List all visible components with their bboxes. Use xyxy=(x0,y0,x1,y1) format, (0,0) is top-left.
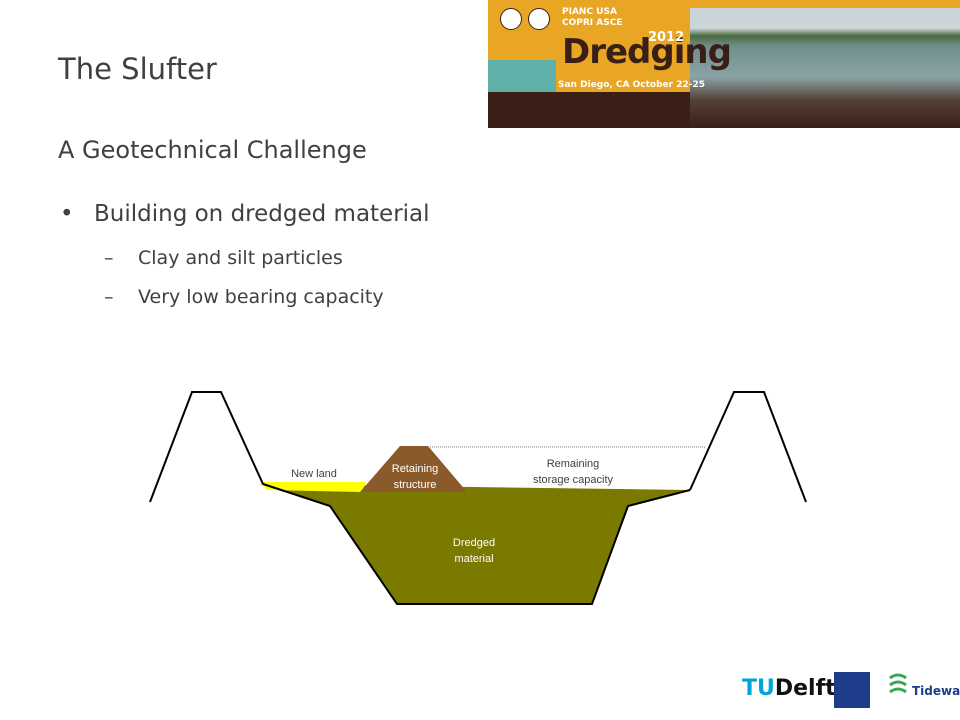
new-land-label: New land xyxy=(291,468,337,480)
tideway-logo-text: Tideway xyxy=(912,684,960,698)
dash-marker: – xyxy=(104,247,114,269)
pianc-seal-icon xyxy=(500,8,522,30)
bullet-marker: • xyxy=(60,201,74,227)
dredged-label-line1: Dredged xyxy=(453,537,495,549)
slide-subtitle: A Geotechnical Challenge xyxy=(58,136,367,164)
dredged-material-area xyxy=(260,484,690,604)
dike-left xyxy=(149,391,264,503)
bullet-item: • Building on dredged material xyxy=(60,201,430,227)
dash-marker: – xyxy=(104,286,114,308)
retaining-label-line2: structure xyxy=(394,479,437,491)
tideway-wave-icon xyxy=(889,673,907,694)
tu-mark: TU xyxy=(742,676,775,701)
asce-shield-icon xyxy=(528,8,550,30)
basin-outline xyxy=(262,483,691,605)
footer-logos: TUDelft Tideway xyxy=(742,670,960,710)
sub-bullet-item: – Very low bearing capacity xyxy=(104,286,384,308)
slide-title: The Slufter xyxy=(58,52,217,86)
banner-year: 2012 xyxy=(648,30,685,45)
new-land-area xyxy=(263,482,366,492)
remaining-label-line1: Remaining xyxy=(547,458,600,470)
dredged-label-line2: material xyxy=(454,553,493,565)
conference-banner: PIANC USA COPRI ASCE Dredging 2012 San D… xyxy=(488,0,960,128)
banner-place-date: San Diego, CA October 22-25 xyxy=(558,80,706,90)
remaining-label-line2: storage capacity xyxy=(533,474,614,486)
sub-bullet-text: Very low bearing capacity xyxy=(138,286,384,308)
port-of-rotterdam-logo-icon xyxy=(834,672,870,708)
retaining-structure-area xyxy=(360,446,467,492)
delft-word: Delft xyxy=(774,676,836,701)
banner-wave-band xyxy=(488,92,690,128)
banner-top-strip xyxy=(690,0,960,8)
retaining-label-line1: Retaining xyxy=(392,463,438,475)
sub-bullet-item: – Clay and silt particles xyxy=(104,247,343,269)
tudelft-logo: TUDelft xyxy=(742,676,836,701)
sub-bullet-text: Clay and silt particles xyxy=(138,247,343,269)
banner-event-name: Dredging xyxy=(562,32,732,72)
bullet-text: Building on dredged material xyxy=(94,201,430,227)
ship-logo xyxy=(488,60,556,96)
dike-right xyxy=(689,391,807,503)
banner-org-text: PIANC USA COPRI ASCE xyxy=(562,7,623,28)
dredging-photo xyxy=(690,0,960,128)
